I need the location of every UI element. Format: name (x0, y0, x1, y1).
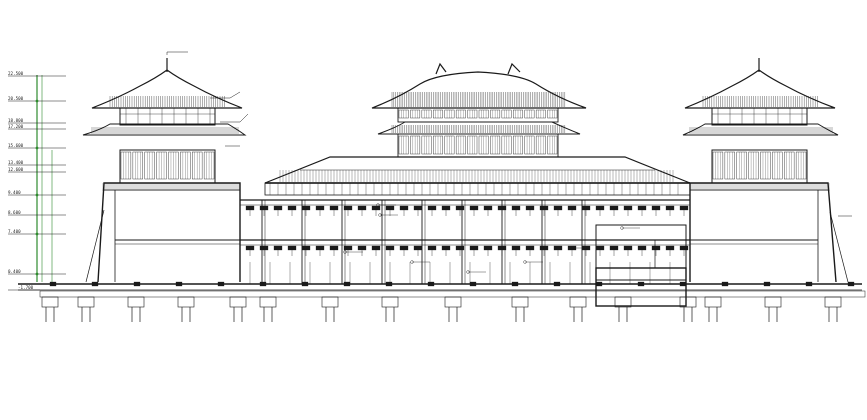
level-mark: 15.600 (8, 143, 24, 148)
right-tower (682, 58, 852, 283)
right-tower-roof-icon (684, 58, 836, 109)
level-mark: 20.500 (8, 96, 24, 101)
level-mark: 9.400 (8, 190, 21, 195)
elevation-scale: 22.500 20.500 18.800 17.200 15.600 13.40… (8, 71, 66, 291)
level-mark: 18.800 (8, 118, 24, 123)
left-tower (82, 51, 249, 283)
left-tower-roof-icon (91, 58, 243, 109)
level-mark: 12.600 (8, 167, 24, 172)
level-mark: 7.400 (8, 229, 21, 234)
main-hall-roof-icon (371, 62, 587, 159)
colonnade-icon (240, 156, 691, 307)
level-mark: 8.600 (8, 210, 21, 215)
level-mark: -1.700 (18, 285, 34, 290)
level-mark: 22.500 (8, 71, 24, 76)
level-mark: 0.400 (8, 269, 21, 274)
level-mark: 17.200 (8, 124, 24, 129)
level-mark: 13.400 (8, 160, 24, 165)
foundation-piles-icon (18, 281, 866, 322)
